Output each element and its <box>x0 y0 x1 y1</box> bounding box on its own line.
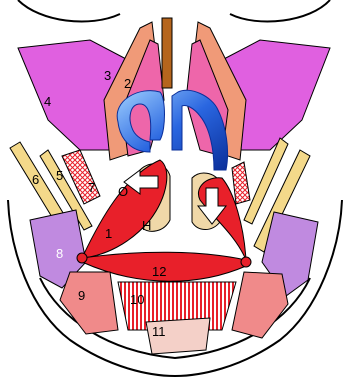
label-8: 8 <box>56 246 63 261</box>
label-6: 6 <box>32 172 39 187</box>
label-9: 9 <box>78 288 85 303</box>
label-4: 4 <box>44 94 51 109</box>
label-h: H <box>142 218 151 233</box>
label-1: 1 <box>105 226 112 241</box>
label-2: 2 <box>124 76 131 91</box>
label-7: 7 <box>88 180 95 195</box>
label-11: 11 <box>152 324 166 339</box>
upper-contour <box>18 0 330 22</box>
structure-9-right <box>232 272 288 338</box>
muscle-1-left <box>82 160 167 258</box>
structure-9-left <box>60 272 118 334</box>
attachment-point-left <box>77 253 87 263</box>
attachment-point-right <box>241 257 251 267</box>
label-10: 10 <box>130 292 144 307</box>
central-rod <box>162 18 172 88</box>
label-5: 5 <box>56 168 63 183</box>
label-3: 3 <box>104 68 111 83</box>
label-12: 12 <box>152 264 166 279</box>
label-o: O <box>118 184 128 199</box>
structure-7-right <box>232 162 250 204</box>
